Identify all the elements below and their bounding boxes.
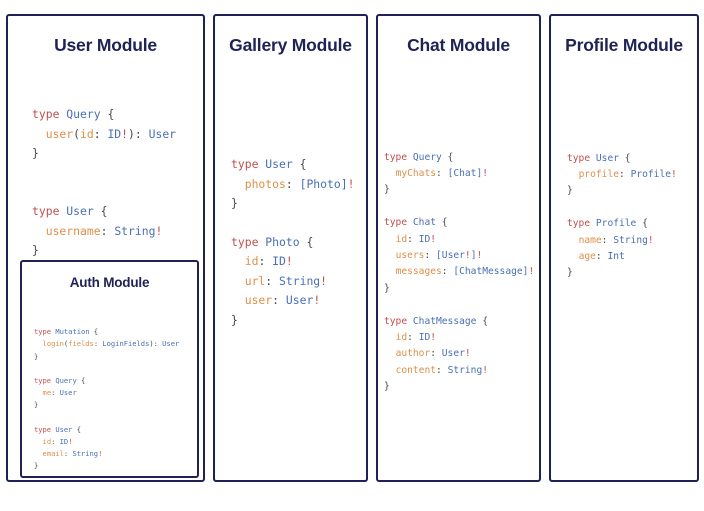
module-title-chat: Chat Module (407, 35, 510, 55)
module-card-user[interactable]: User Module type Query { user(id: ID!): … (6, 14, 205, 482)
module-card-auth[interactable]: Auth Module type Mutation { login(fields… (20, 260, 199, 478)
module-title-gallery: Gallery Module (229, 35, 352, 55)
schema-code-chat: type Query { myChats: [Chat]! } type Cha… (384, 151, 535, 393)
module-title-profile: Profile Module (565, 35, 683, 55)
module-card-profile[interactable]: Profile Module type User { profile: Prof… (549, 14, 699, 482)
schema-code-gallery: type User { photos: [Photo]! } type Phot… (231, 157, 355, 327)
schema-code-user: type Query { user(id: ID!): User } type … (32, 107, 177, 258)
module-title-auth: Auth Module (69, 275, 150, 290)
module-title-user: User Module (54, 35, 157, 55)
module-card-gallery[interactable]: Gallery Module type User { photos: [Phot… (213, 14, 368, 482)
schema-code-profile: type User { profile: Profile! } type Pro… (567, 152, 677, 279)
schema-code-auth: type Mutation { login(fields: LoginField… (34, 327, 180, 471)
module-card-chat[interactable]: Chat Module type Query { myChats: [Chat]… (376, 14, 541, 482)
